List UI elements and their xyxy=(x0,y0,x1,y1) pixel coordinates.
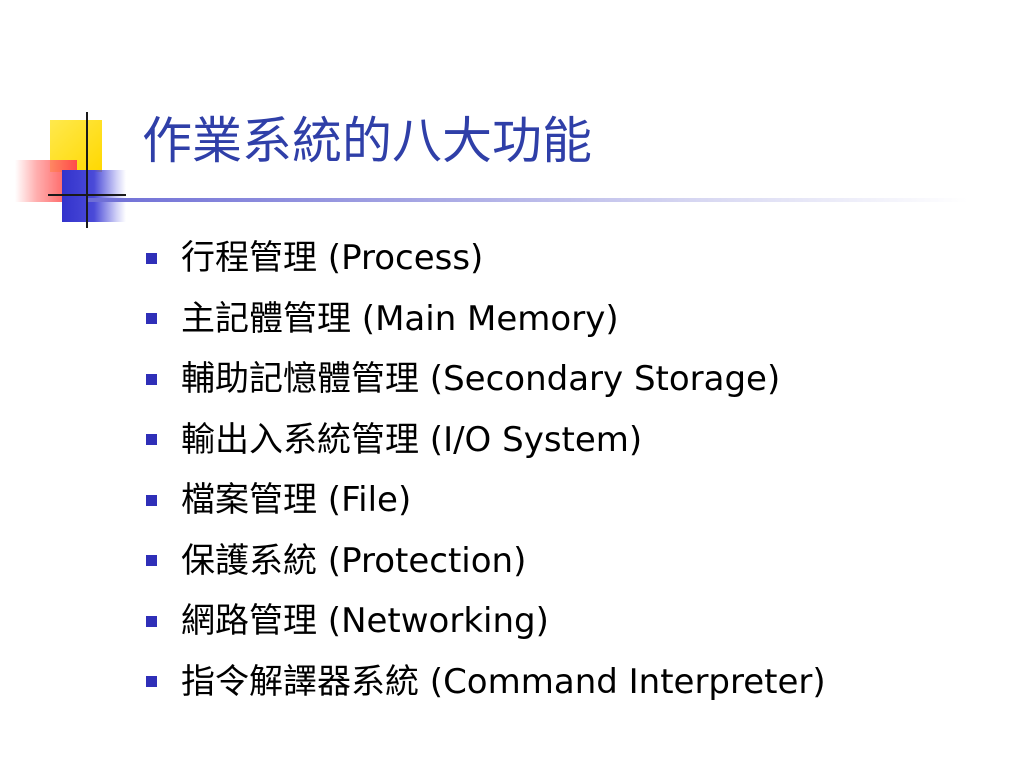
square-bullet-icon xyxy=(146,373,157,385)
square-bullet-icon xyxy=(146,615,157,627)
list-item: 網路管理 (Networking) xyxy=(146,591,826,652)
list-item: 指令解譯器系統 (Command Interpreter) xyxy=(146,652,826,713)
list-item: 主記體管理 (Main Memory) xyxy=(146,289,826,350)
square-bullet-icon xyxy=(146,494,157,506)
slide-title: 作業系統的八大功能 xyxy=(142,112,592,170)
list-item: 檔案管理 (File) xyxy=(146,470,826,531)
logo-vertical-line xyxy=(86,112,88,228)
list-item: 輸出入系統管理 (I/O System) xyxy=(146,410,826,471)
list-item-text: 網路管理 (Networking) xyxy=(181,601,549,642)
square-bullet-icon xyxy=(146,555,157,567)
list-item-text: 主記體管理 (Main Memory) xyxy=(181,298,619,339)
square-bullet-icon xyxy=(146,313,157,325)
square-bullet-icon xyxy=(146,434,157,446)
list-item-text: 指令解譯器系統 (Command Interpreter) xyxy=(181,661,826,702)
list-item: 輔助記憶體管理 (Secondary Storage) xyxy=(146,349,826,410)
square-bullet-icon xyxy=(146,252,157,264)
logo-horizontal-line xyxy=(48,194,126,196)
logo-blue-square xyxy=(62,170,126,222)
list-item: 行程管理 (Process) xyxy=(146,228,826,289)
title-underline xyxy=(88,198,968,202)
list-item-text: 輸出入系統管理 (I/O System) xyxy=(181,419,643,460)
list-item-text: 輔助記憶體管理 (Secondary Storage) xyxy=(181,359,781,400)
list-item-text: 行程管理 (Process) xyxy=(181,238,484,279)
list-item-text: 保護系統 (Protection) xyxy=(181,540,527,581)
list-item: 保護系統 (Protection) xyxy=(146,531,826,592)
bullet-list: 行程管理 (Process) 主記體管理 (Main Memory) 輔助記憶體… xyxy=(146,228,826,712)
list-item-text: 檔案管理 (File) xyxy=(181,480,412,521)
square-bullet-icon xyxy=(146,676,157,688)
